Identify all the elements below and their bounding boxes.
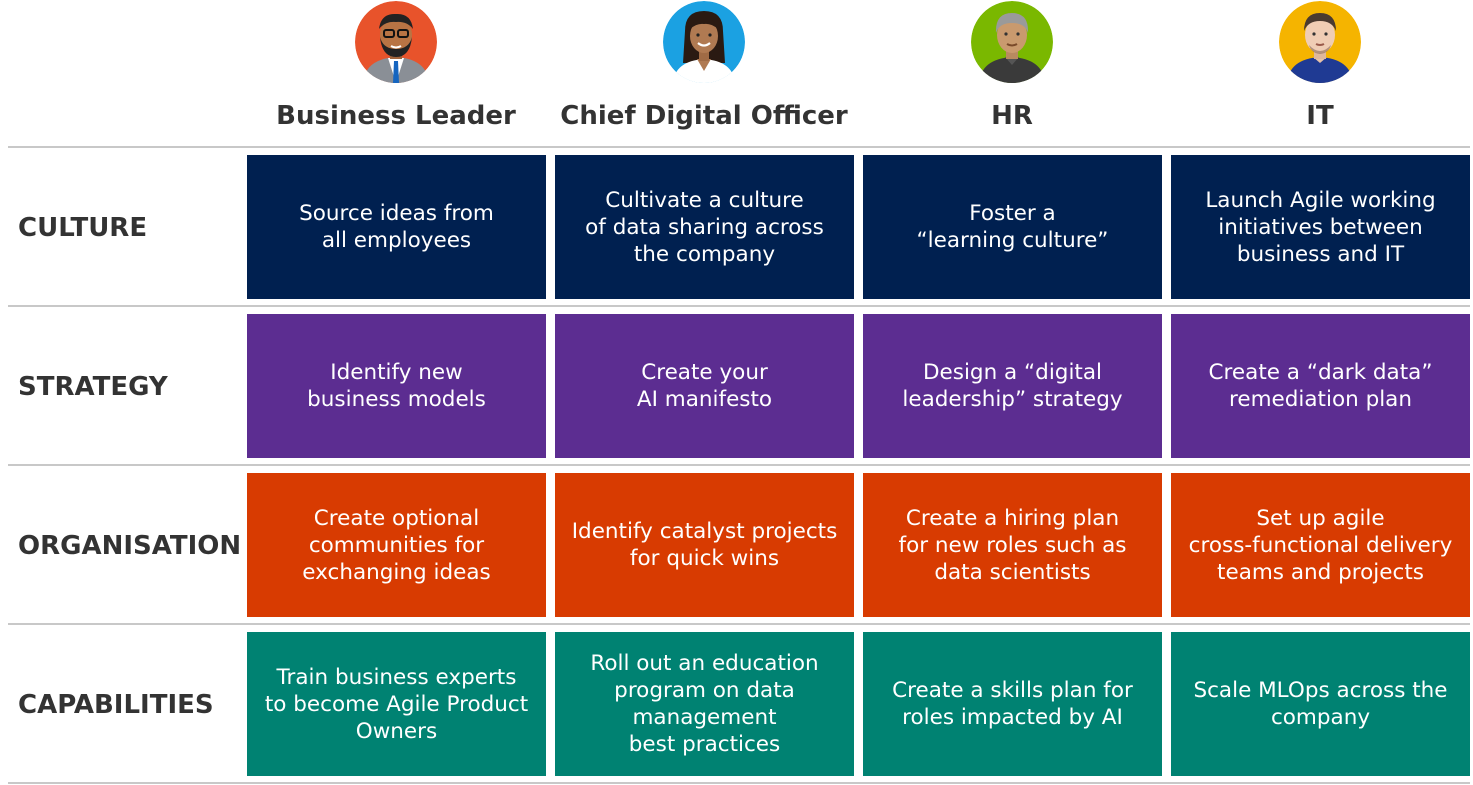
role-header-hr: HR bbox=[991, 101, 1033, 131]
organisation-hr-cell: Create a hiring plan for new roles such … bbox=[863, 473, 1162, 617]
capabilities-chief-digital-officer-cell: Roll out an education program on data ma… bbox=[555, 632, 854, 776]
row-divider bbox=[8, 782, 1470, 784]
culture-it-cell: Launch Agile working initiatives between… bbox=[1171, 155, 1470, 299]
role-header-it: IT bbox=[1306, 101, 1334, 131]
hr-avatar-icon bbox=[971, 1, 1053, 83]
organisation-it-cell: Set up agile cross-functional delivery t… bbox=[1171, 473, 1470, 617]
row-label-culture: CULTURE bbox=[18, 213, 148, 243]
row-label-organisation: ORGANISATION bbox=[18, 531, 242, 561]
row-label-strategy: STRATEGY bbox=[18, 372, 168, 402]
capabilities-business-leader-cell: Train business experts to become Agile P… bbox=[247, 632, 546, 776]
it-avatar-icon bbox=[1279, 1, 1361, 83]
strategy-hr-cell: Design a “digital leadership” strategy bbox=[863, 314, 1162, 458]
capabilities-it-cell: Scale MLOps across the company bbox=[1171, 632, 1470, 776]
culture-business-leader-cell: Source ideas from all employees bbox=[247, 155, 546, 299]
culture-chief-digital-officer-cell: Cultivate a culture of data sharing acro… bbox=[555, 155, 854, 299]
strategy-chief-digital-officer-cell: Create your AI manifesto bbox=[555, 314, 854, 458]
role-header-business-leader: Business Leader bbox=[276, 101, 516, 131]
strategy-business-leader-cell: Identify new business models bbox=[247, 314, 546, 458]
organisation-chief-digital-officer-cell: Identify catalyst projects for quick win… bbox=[555, 473, 854, 617]
strategy-it-cell: Create a “dark data” remediation plan bbox=[1171, 314, 1470, 458]
row-divider bbox=[8, 464, 1470, 466]
culture-hr-cell: Foster a “learning culture” bbox=[863, 155, 1162, 299]
row-label-capabilities: CAPABILITIES bbox=[18, 690, 214, 720]
role-header-chief-digital-officer: Chief Digital Officer bbox=[560, 101, 848, 131]
business-leader-avatar-icon bbox=[355, 1, 437, 83]
row-divider bbox=[8, 146, 1470, 148]
capabilities-hr-cell: Create a skills plan for roles impacted … bbox=[863, 632, 1162, 776]
chief-digital-officer-avatar-icon bbox=[663, 1, 745, 83]
row-divider bbox=[8, 305, 1470, 307]
row-divider bbox=[8, 623, 1470, 625]
organisation-business-leader-cell: Create optional communities for exchangi… bbox=[247, 473, 546, 617]
